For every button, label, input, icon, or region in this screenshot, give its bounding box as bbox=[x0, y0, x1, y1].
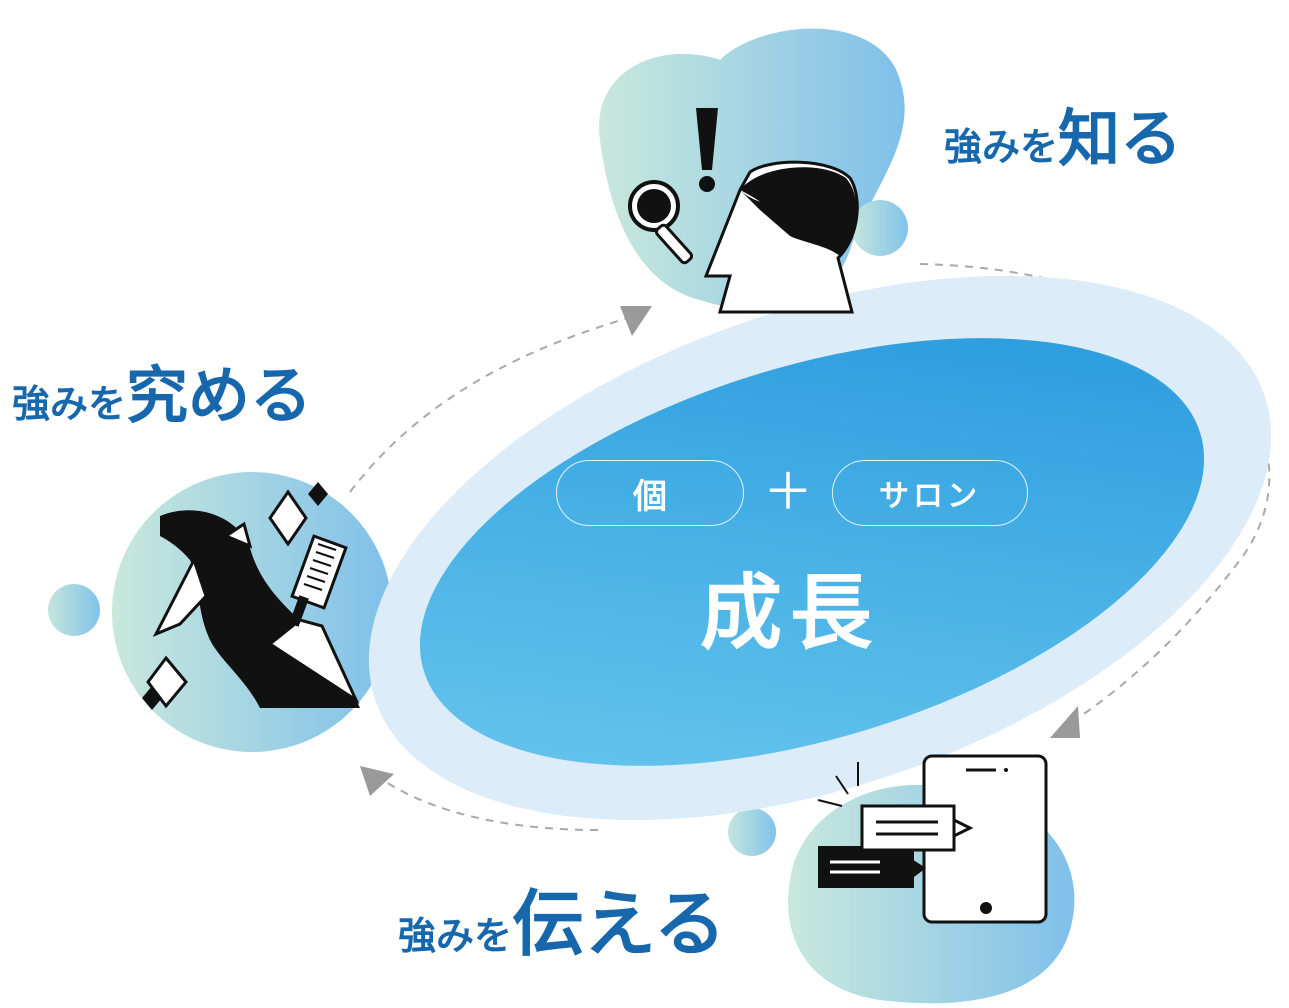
comb-icon bbox=[289, 534, 348, 627]
chat-bubble-icon bbox=[817, 762, 974, 888]
growth-text: 成長 bbox=[699, 565, 880, 661]
label-know-verb: 知る bbox=[1058, 102, 1183, 175]
inner-ellipse bbox=[419, 338, 1205, 766]
label-tell-prefix: 強みを bbox=[398, 913, 513, 958]
arrow-heads bbox=[360, 306, 1080, 796]
exclamation-icon bbox=[696, 108, 718, 192]
label-tell: 強みを伝える bbox=[398, 888, 726, 960]
hairdresser-icon bbox=[152, 510, 360, 708]
salon-pill: サロン bbox=[832, 460, 1028, 526]
cycle-arrows bbox=[349, 263, 1271, 831]
individual-text: 個 bbox=[633, 476, 667, 517]
label-tell-verb: 伝える bbox=[512, 881, 726, 966]
label-master-prefix: 強みを bbox=[12, 381, 127, 426]
diamond-icon bbox=[142, 482, 328, 710]
plus-sign: ＋ bbox=[763, 463, 813, 521]
arrow-head-top bbox=[620, 306, 652, 336]
arrow-path-master-to-know bbox=[349, 317, 629, 493]
label-master-verb: 究める bbox=[126, 359, 313, 432]
label-master: 強みを究める bbox=[12, 365, 312, 427]
arrow-head-bottom bbox=[360, 766, 394, 796]
arrow-head-right bbox=[1050, 706, 1080, 738]
magnifier-icon bbox=[628, 180, 694, 265]
individual-pill: 個 bbox=[556, 460, 744, 526]
arrow-path-tell-to-master bbox=[385, 781, 599, 831]
person-head-icon bbox=[703, 160, 859, 314]
salon-text: サロン bbox=[879, 479, 981, 514]
label-know-prefix: 強みを bbox=[944, 124, 1059, 169]
label-know: 強みを知る bbox=[944, 108, 1182, 170]
